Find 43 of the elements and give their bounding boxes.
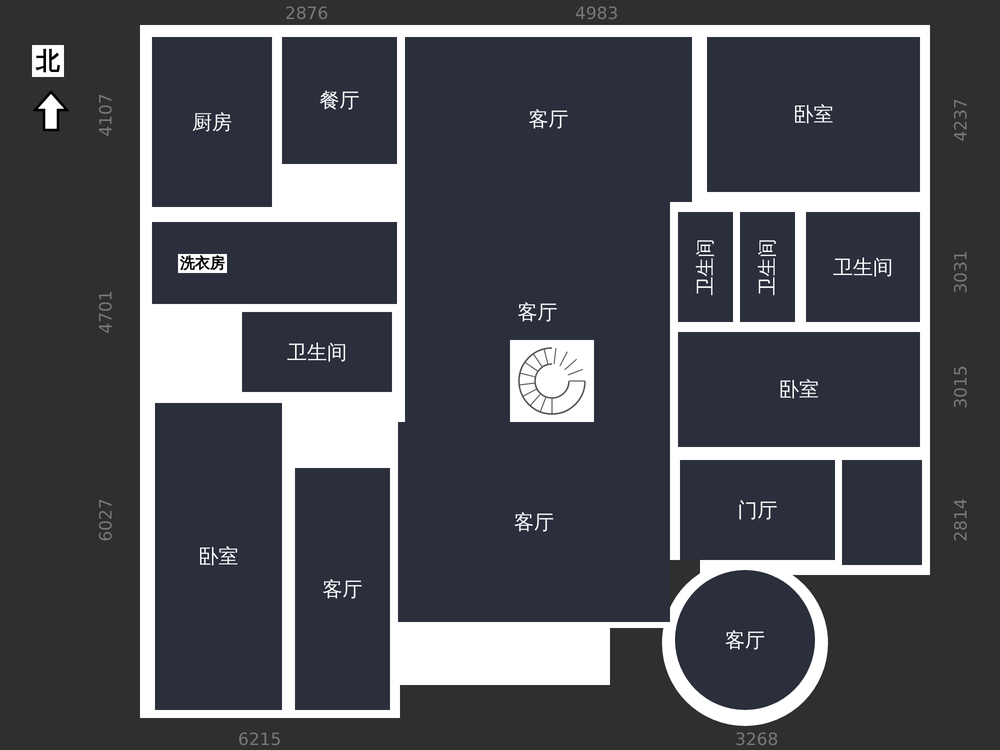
dimension-value: 3015 (952, 365, 972, 409)
room-name: 卧室 (794, 101, 834, 128)
room-name: 客厅 (725, 626, 765, 654)
room-name: 卧室 (779, 376, 819, 403)
dimension-value: 4107 (96, 93, 117, 137)
dimension-value: 3268 (735, 730, 778, 750)
room-area (398, 422, 670, 622)
room-area (740, 212, 795, 322)
room-area (405, 37, 692, 202)
room-name: 卫生间 (756, 238, 780, 296)
dimension-value: 2876 (285, 4, 328, 24)
room-area (842, 460, 922, 565)
room-name: 卧室 (198, 543, 238, 570)
room-area (242, 312, 392, 392)
room-name: 厨房 (192, 108, 232, 136)
room-name: 餐厅 (320, 87, 360, 114)
compass-label: 北 (32, 45, 64, 77)
room-area (152, 37, 272, 207)
room-area (806, 212, 920, 322)
dimension-value: 4983 (575, 4, 618, 24)
dimension-value: 6027 (96, 498, 117, 542)
room-name: 门厅 (738, 496, 778, 524)
dimension-value: 3031 (952, 250, 972, 294)
room-name: 卫生间 (833, 254, 893, 280)
dimension-value: 4701 (96, 290, 117, 334)
room-area (680, 460, 835, 560)
room-area (152, 222, 397, 304)
room-name: 客厅 (528, 106, 568, 133)
dimension-value: 4237 (952, 98, 972, 142)
room-name: 客厅 (322, 576, 362, 602)
room-name: 客厅 (518, 298, 558, 326)
room-name: 卫生间 (287, 338, 347, 366)
room-name: 客厅 (514, 508, 554, 536)
room-area (678, 212, 733, 322)
room-name: 洗衣房 (178, 254, 227, 273)
dimension-value: 6215 (238, 730, 282, 750)
dimension-value: 2814 (952, 498, 972, 542)
room-area (295, 468, 390, 710)
room-name: 卫生间 (694, 238, 718, 296)
room-area (678, 332, 920, 447)
room-area (282, 37, 397, 164)
room-area (707, 37, 920, 192)
room-area (155, 403, 282, 710)
